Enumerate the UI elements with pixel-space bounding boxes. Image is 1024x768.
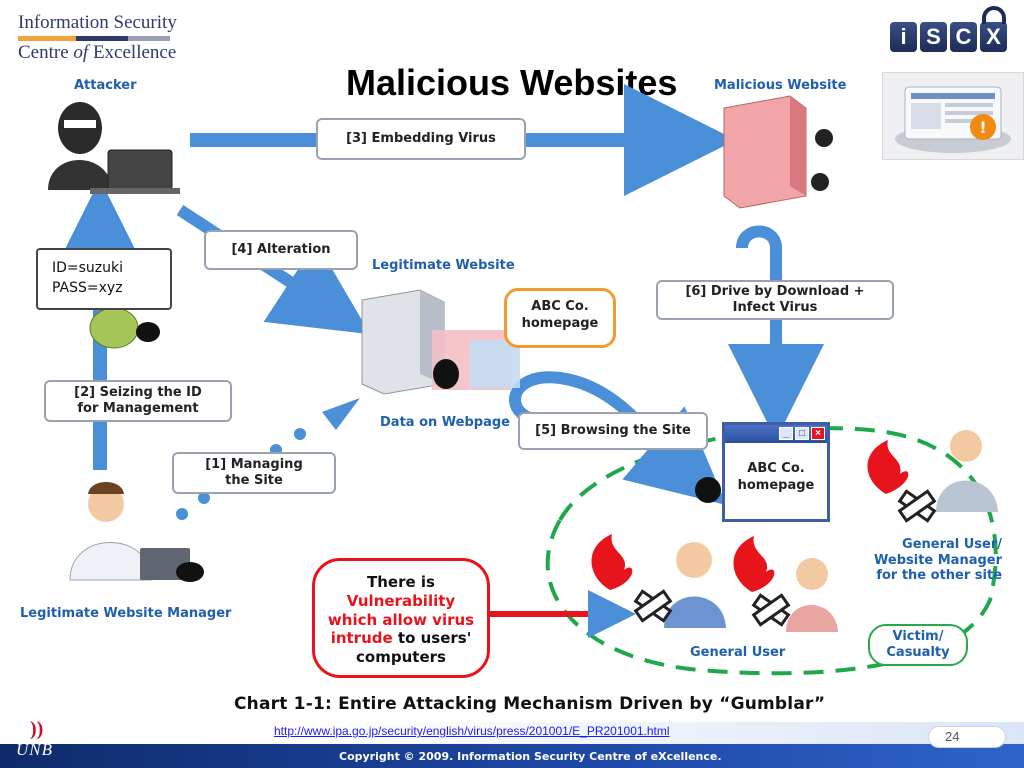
slide-title: Malicious Websites xyxy=(346,62,678,103)
warning-screen-thumbnail: ! xyxy=(882,72,1024,160)
maximize-icon: □ xyxy=(795,427,809,440)
other-site-user-label: General User/ Website Manager for the ot… xyxy=(874,537,1003,584)
brand-name-line2: Centre of Excellence xyxy=(18,42,177,63)
svg-text:!: ! xyxy=(979,118,986,137)
attacker-label: Attacker xyxy=(74,78,137,93)
brand-color-bar xyxy=(18,36,170,41)
legit-server xyxy=(361,289,520,395)
legit-manager-figure xyxy=(69,482,204,582)
flame-icons xyxy=(591,440,909,592)
close-icon: × xyxy=(811,427,825,440)
bomb-icon xyxy=(695,477,721,503)
browser-text-line1: ABC Co. xyxy=(747,461,805,476)
legitimate-website-manager-label: Legitimate Website Manager xyxy=(20,606,232,621)
copyright-text: Copyright © 2009. Information Security C… xyxy=(339,750,722,763)
arrow-drive-by-download xyxy=(728,225,824,440)
vulnerability-callout: There is Vulnerability which allow virus… xyxy=(312,558,490,678)
chart-caption: Chart 1-1: Entire Attacking Mechanism Dr… xyxy=(234,694,826,714)
victim-casualty-badge: Victim/ Casualty xyxy=(868,624,968,666)
general-user-label: General User xyxy=(690,645,786,660)
iscx-logo: i S C X xyxy=(890,18,1007,52)
brand-logo xyxy=(0,0,296,66)
browser-window: _ □ × ABC Co. homepage xyxy=(722,422,830,522)
diagram-canvas xyxy=(44,84,998,676)
footer-top-band xyxy=(0,722,1024,744)
minimize-icon: _ xyxy=(779,427,793,440)
malicious-website-label: Malicious Website xyxy=(714,78,847,93)
iscx-logo-letter: i xyxy=(890,22,917,52)
credentials-scroll: ID=suzuki PASS=xyz xyxy=(36,248,172,310)
unb-emblem: )) xyxy=(30,718,44,740)
source-link[interactable]: http://www.ipa.go.jp/security/english/vi… xyxy=(274,724,670,738)
legitimate-website-label: Legitimate Website xyxy=(372,258,515,273)
ghost-figure xyxy=(89,307,160,349)
iscx-logo-letter: X xyxy=(980,22,1007,52)
data-on-webpage-label: Data on Webpage xyxy=(380,415,510,430)
unb-logo: UNB xyxy=(16,740,53,759)
malicious-server xyxy=(723,95,833,209)
crossed-bandage-icons xyxy=(633,489,937,627)
user-figures xyxy=(664,430,998,632)
step-3-embedding-virus: [3] Embedding Virus xyxy=(316,118,526,160)
attacker-figure xyxy=(48,102,180,194)
homepage-speech-bubble: ABC Co. homepage xyxy=(504,288,616,348)
browser-titlebar: _ □ × xyxy=(725,425,827,443)
step-5-browsing-site: [5] Browsing the Site xyxy=(518,412,708,450)
step-6-drive-by-download: [6] Drive by Download +Infect Virus xyxy=(656,280,894,320)
browser-text-line2: homepage xyxy=(737,477,815,493)
iscx-logo-letter: S xyxy=(920,22,947,52)
step-4-alteration: [4] Alteration xyxy=(204,230,358,270)
padlock-icon xyxy=(982,6,1006,24)
page-number: 24 xyxy=(928,726,1006,748)
iscx-logo-letter: C xyxy=(950,22,977,52)
brand-name-line1: Information Security xyxy=(18,12,177,33)
